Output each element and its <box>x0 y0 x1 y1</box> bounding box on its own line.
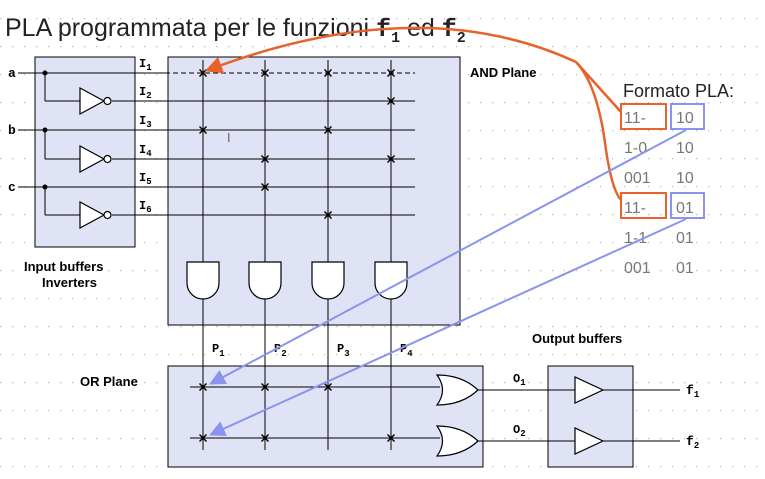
blue-arrow-to-or-row-2 <box>209 218 687 436</box>
format-row-inputs: 11- <box>624 200 646 217</box>
orange-arrows <box>204 26 622 201</box>
blue-arrows <box>209 129 687 436</box>
input-line-label-3: I3 <box>139 114 152 130</box>
connection-cross <box>387 434 395 442</box>
function-labels: f1 f2 <box>686 383 700 451</box>
format-row-inputs: 001 <box>624 170 651 187</box>
orange-connector-row-4 <box>575 61 622 201</box>
highlight-box-inputs-1 <box>620 103 667 130</box>
inverter-b <box>79 144 106 174</box>
product-label-4: P4 <box>400 342 413 359</box>
connection-cross <box>324 126 332 134</box>
inverter-bubble <box>103 96 112 106</box>
highlight-box-outputs-4 <box>670 192 705 219</box>
product-lines <box>202 299 392 450</box>
format-highlights <box>620 103 705 219</box>
or-gate-2 <box>435 425 479 457</box>
format-row-outputs: 10 <box>676 140 694 157</box>
connection-cross <box>324 69 332 77</box>
highlight-box-inputs-4 <box>620 192 667 219</box>
format-row-outputs: 01 <box>676 200 694 217</box>
input-label-c: c <box>8 180 16 195</box>
input-label-b: b <box>8 123 16 138</box>
input-line-label-6: I6 <box>139 199 152 215</box>
orange-arrow-to-and-plane <box>204 26 577 74</box>
input-wiring <box>18 72 165 216</box>
product-label-3: P3 <box>337 342 350 359</box>
format-row-inputs: 11- <box>624 110 646 127</box>
connection-cross <box>387 69 395 77</box>
or-output-label-1: O1 <box>513 372 526 388</box>
and-gate-2 <box>248 261 282 300</box>
connection-cross <box>261 155 269 163</box>
connection-cross <box>387 97 395 105</box>
junction-dot <box>42 70 48 76</box>
connection-cross <box>387 155 395 163</box>
and-gates <box>186 261 408 300</box>
or-output-label-2: O2 <box>513 423 526 439</box>
output-buffer-2 <box>574 427 605 455</box>
junction-dot <box>42 184 48 190</box>
input-line-label-4: I4 <box>139 143 152 159</box>
format-row-inputs: 001 <box>624 260 651 277</box>
input-line-labels: I1 I2 I3 I4 I5 I6 <box>139 57 152 215</box>
connection-cross <box>199 126 207 134</box>
output-buffers-label: Output buffers <box>532 331 622 346</box>
connection-cross <box>199 434 207 442</box>
format-row-inputs: 1-0 <box>624 140 647 157</box>
output-wiring <box>478 389 680 442</box>
input-line-label-5: I5 <box>139 171 152 187</box>
connection-cross <box>261 183 269 191</box>
output-buffers-panel <box>547 365 634 468</box>
connection-cross <box>324 383 332 391</box>
output-buffer-1 <box>574 376 605 404</box>
input-buffers-label: Input buffers <box>24 259 103 274</box>
format-row-outputs: 01 <box>676 260 694 277</box>
format-row-inputs: 1-1 <box>624 230 647 247</box>
format-title: Formato PLA: <box>623 81 734 101</box>
input-line-label-1: I1 <box>139 57 152 73</box>
format-row-outputs: 10 <box>676 110 694 127</box>
or-gate-1 <box>435 374 479 406</box>
input-junction-dots <box>42 70 48 190</box>
function-label-1: f1 <box>686 383 700 400</box>
product-label-1: P1 <box>212 342 225 359</box>
output-buffers <box>574 376 605 455</box>
connection-cross <box>261 383 269 391</box>
function-label-2: f2 <box>686 434 699 451</box>
inverter-a <box>79 86 106 116</box>
inverter-bubble <box>103 210 112 220</box>
and-gate-1 <box>186 261 220 300</box>
format-row-outputs: 10 <box>676 170 694 187</box>
highlight-box-outputs-1 <box>670 103 705 130</box>
connection-cross <box>324 211 332 219</box>
and-gate-4 <box>374 261 408 300</box>
text-cursor-icon: I <box>227 130 231 145</box>
connection-cross <box>261 434 269 442</box>
format-table: 11- 10 1-0 10 001 10 11- 01 1-1 01 001 01 <box>624 110 694 277</box>
inverters <box>79 86 112 230</box>
inverter-bubble <box>103 154 112 164</box>
connection-cross <box>261 69 269 77</box>
connection-cross <box>199 383 207 391</box>
input-labels: a b c <box>8 66 16 195</box>
and-gate-3 <box>311 261 345 300</box>
input-label-a: a <box>8 66 16 81</box>
inverter-c <box>79 200 106 230</box>
input-line-label-2: I2 <box>139 85 152 101</box>
and-plane-label: AND Plane <box>470 65 536 80</box>
and-plane-columns <box>202 60 392 262</box>
or-gates <box>435 374 479 457</box>
inverters-label: Inverters <box>42 275 97 290</box>
format-row-outputs: 01 <box>676 230 694 247</box>
programmed-connections <box>199 69 395 442</box>
blue-arrow-to-or-row-1 <box>209 129 687 385</box>
or-plane-label: OR Plane <box>80 374 138 389</box>
or-output-labels: O1 O2 <box>513 372 526 439</box>
junction-dot <box>42 127 48 133</box>
